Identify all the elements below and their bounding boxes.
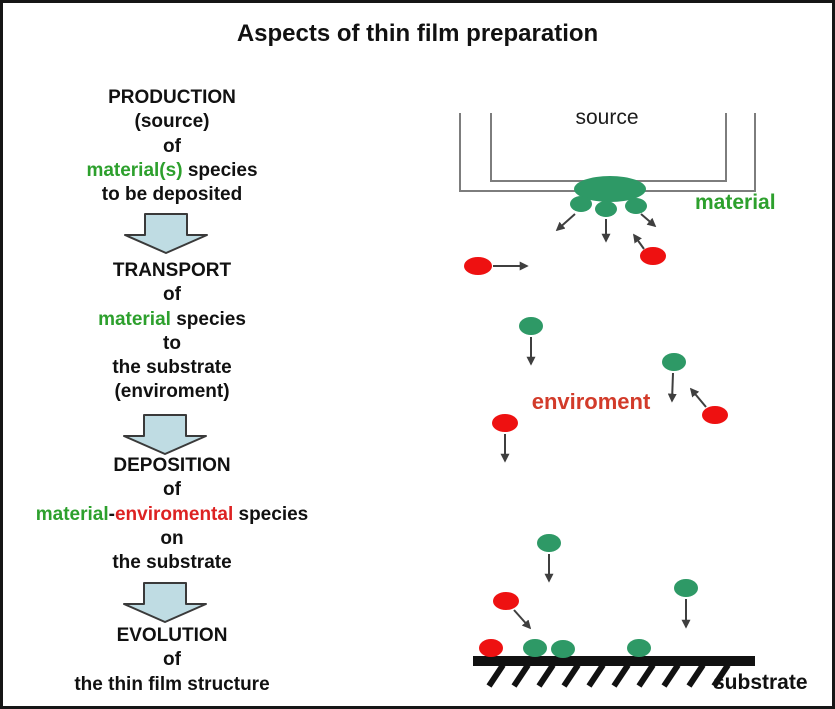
green-particle xyxy=(523,639,547,657)
flow-line: on xyxy=(7,527,337,551)
flow-line: TRANSPORT xyxy=(7,259,337,283)
flow-text: on xyxy=(160,527,184,549)
green-particle xyxy=(570,196,592,212)
flow-line: material-enviromental species xyxy=(7,503,337,527)
figure-title: Aspects of thin film preparation xyxy=(236,20,599,47)
flow-text: the substrate xyxy=(112,552,232,574)
flow-text: to be deposited xyxy=(101,184,243,206)
flow-step-deposition: DEPOSITION of material-enviromental spec… xyxy=(7,454,337,575)
flow-text: of xyxy=(163,649,181,671)
motion-arrow xyxy=(633,233,645,250)
motion-arrow xyxy=(689,387,707,408)
substrate-hatching xyxy=(486,663,731,688)
motion-arrow xyxy=(667,372,677,403)
green-particle xyxy=(595,201,617,217)
flow-text: EVOLUTION xyxy=(116,625,228,646)
red-particle xyxy=(702,406,728,424)
flow-step-transport: TRANSPORT of material species to the sub… xyxy=(7,259,337,405)
green-particle xyxy=(627,639,651,657)
flow-text: - xyxy=(108,503,115,525)
flow-line: the substrate xyxy=(7,551,337,575)
flow-text-green: material xyxy=(98,308,171,330)
flow-line: of xyxy=(7,135,337,159)
flow-text: (enviroment) xyxy=(114,381,230,403)
green-particle xyxy=(625,198,647,214)
motion-arrow xyxy=(640,213,657,228)
flow-text: TRANSPORT xyxy=(112,260,232,281)
material-label: material xyxy=(695,191,776,214)
green-particle xyxy=(674,579,698,597)
flow-text: species xyxy=(233,503,309,525)
flow-line: PRODUCTION xyxy=(7,86,337,110)
motion-arrow xyxy=(513,609,532,630)
green-particle xyxy=(574,176,646,202)
red-particle xyxy=(492,414,518,432)
flow-line: material(s) species xyxy=(7,159,337,183)
green-particle xyxy=(519,317,543,335)
flow-line: to xyxy=(7,332,337,356)
flow-line: the substrate xyxy=(7,356,337,380)
red-particle xyxy=(640,247,666,265)
flow-line: of xyxy=(7,283,337,307)
particles-layer xyxy=(464,176,728,658)
flow-text-green: material(s) xyxy=(86,159,183,181)
green-particle xyxy=(662,353,686,371)
substrate-label: substrate xyxy=(713,671,808,694)
green-particle xyxy=(551,640,575,658)
flow-text: species xyxy=(170,308,246,330)
flow-text: PRODUCTION xyxy=(108,87,236,108)
source-label: source xyxy=(575,106,639,129)
flow-text: the thin film structure xyxy=(74,673,270,695)
flow-line: the thin film structure xyxy=(7,673,337,697)
flow-line: DEPOSITION xyxy=(7,454,337,478)
flow-text: of xyxy=(163,284,181,306)
flow-step-evolution: EVOLUTION of the thin film structure xyxy=(7,624,337,697)
flow-text-red: enviromental xyxy=(114,503,234,525)
flow-text: DEPOSITION xyxy=(113,455,231,476)
flow-line: of xyxy=(7,478,337,502)
red-particle xyxy=(493,592,519,610)
flow-text-green: material xyxy=(35,503,109,525)
flow-text: of xyxy=(163,135,181,157)
green-particle xyxy=(537,534,561,552)
flow-down-arrow-2 xyxy=(123,414,207,455)
enviroment-label: enviroment xyxy=(531,389,651,414)
flow-line: material species xyxy=(7,308,337,332)
substrate-bar xyxy=(473,656,755,666)
flow-line: (enviroment) xyxy=(7,380,337,404)
flow-text: (source) xyxy=(134,111,210,133)
flow-line: EVOLUTION xyxy=(7,624,337,648)
flow-down-arrow-1 xyxy=(124,213,208,254)
flow-line: of xyxy=(7,648,337,672)
flow-text: the substrate xyxy=(112,357,232,379)
flow-text: species xyxy=(182,159,258,181)
motion-arrow xyxy=(555,213,576,232)
flow-text: of xyxy=(163,479,181,501)
red-particle xyxy=(464,257,492,275)
flow-line: to be deposited xyxy=(7,183,337,207)
flow-text: to xyxy=(163,332,181,354)
flow-down-arrow-3 xyxy=(123,582,207,623)
flow-step-production: PRODUCTION (source) of material(s) speci… xyxy=(7,86,337,207)
flow-line: (source) xyxy=(7,110,337,134)
deposition-schematic xyxy=(459,113,756,688)
red-particle xyxy=(479,639,503,657)
